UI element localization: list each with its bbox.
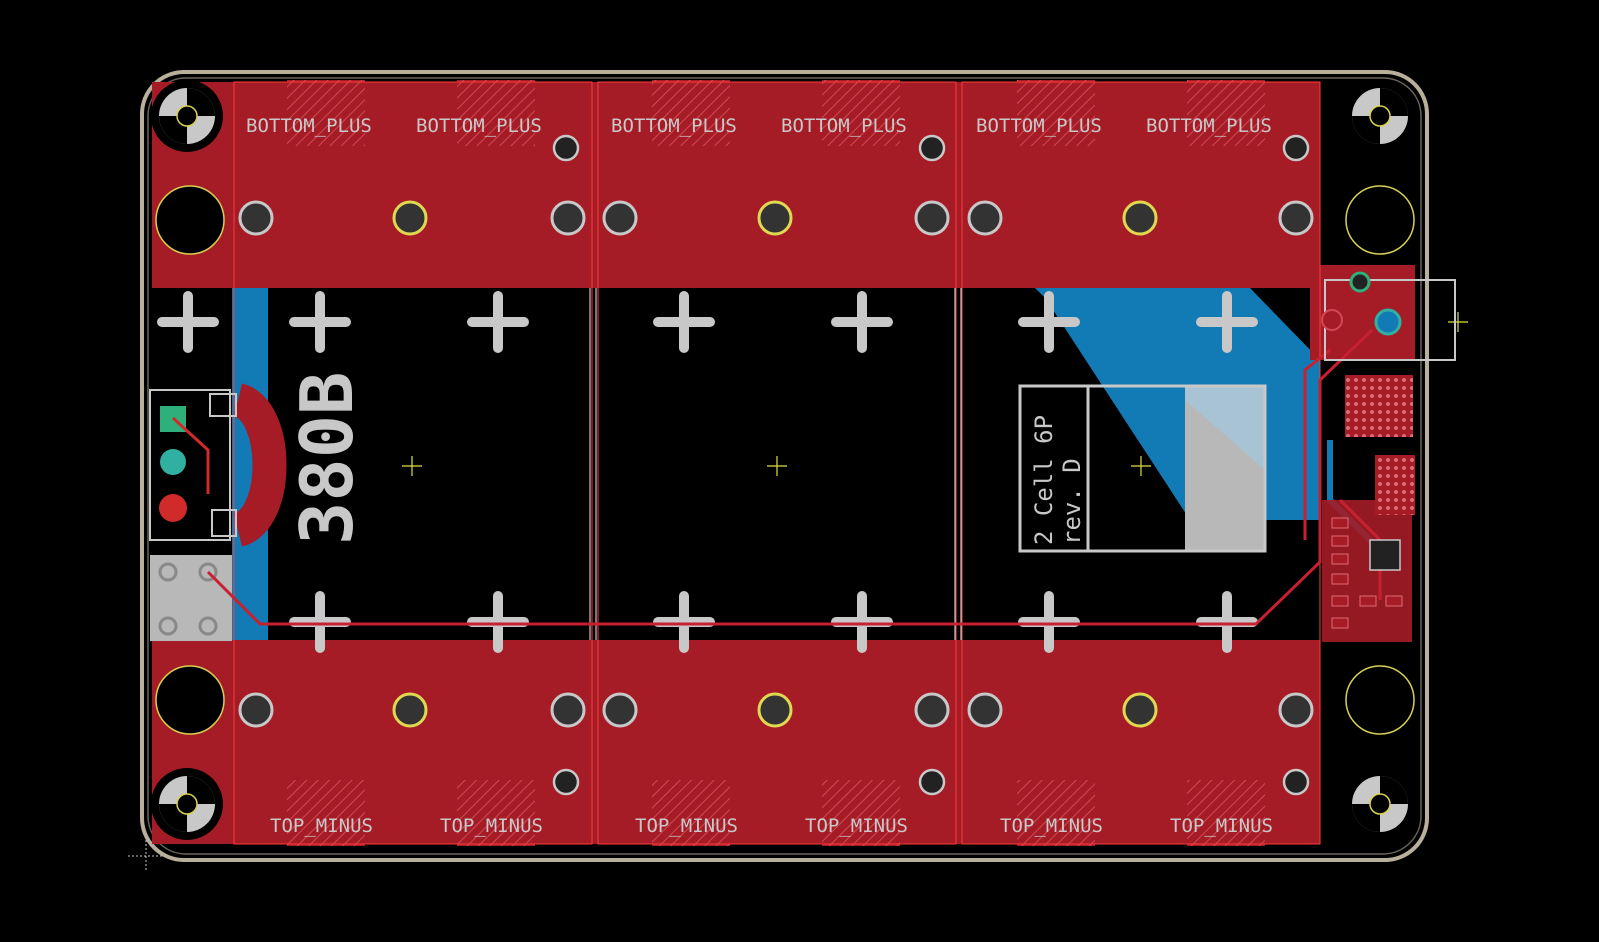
bus-label-bottom-3: TOP_MINUS (635, 815, 738, 837)
bus-label-top-2: BOTTOM_PLUS (416, 115, 542, 137)
tab-pads-bottom (287, 780, 1265, 846)
reset-switch (150, 555, 232, 641)
tab-pads-top (287, 80, 1265, 146)
rev-corner-label: rev. D (156, 743, 228, 767)
via-icon (238, 134, 1314, 796)
cell-count-label: 2 Cell 6P (1030, 415, 1058, 545)
bus-label-top-3: BOTTOM_PLUS (611, 115, 737, 137)
board-outline-inner (147, 77, 1422, 855)
bus-label-top-4: BOTTOM_PLUS (781, 115, 907, 137)
bus-label-bottom-4: TOP_MINUS (805, 815, 908, 837)
jst-connector (149, 389, 237, 541)
left-copper-curve (231, 383, 287, 547)
bus-label-bottom-2: TOP_MINUS (440, 815, 543, 837)
bus-label-bottom-6: TOP_MINUS (1170, 815, 1273, 837)
bus-label-bottom-5: TOP_MINUS (1000, 815, 1103, 837)
bus-label-top-6: BOTTOM_PLUS (1146, 115, 1272, 137)
label-box (1018, 384, 1267, 553)
bus-label-bottom-1: TOP_MINUS (270, 815, 373, 837)
mounting-hole-icon (151, 80, 1416, 840)
bus-label-top-5: BOTTOM_PLUS (976, 115, 1102, 137)
silkscreen-text: BOTTOM_PLUS BOTTOM_PLUS BOTTOM_PLUS BOTT… (156, 115, 1273, 837)
top-copper-layer (152, 80, 1415, 846)
origin-marker-icon (128, 840, 162, 872)
right-components (1321, 271, 1456, 629)
reset-label: reset (158, 645, 218, 669)
board-id-label: 380B (285, 372, 369, 545)
bus-label-top-1: BOTTOM_PLUS (246, 115, 372, 137)
plus-icon (157, 291, 1258, 653)
revision-label: rev. D (1058, 458, 1086, 545)
